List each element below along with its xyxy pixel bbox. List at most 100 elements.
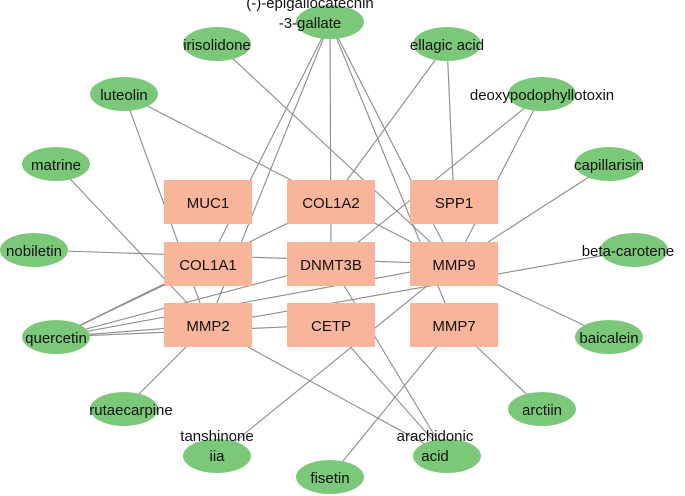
target-box — [287, 303, 375, 347]
node-label: deoxypodophyllotoxin — [470, 87, 614, 104]
node-label: beta-carotene — [582, 243, 675, 260]
node-label-line: MUC1 — [187, 195, 230, 212]
node-label: arachidonic acid — [397, 428, 474, 465]
target-box — [287, 180, 375, 224]
target-node-col1a1[interactable]: COL1A1 — [164, 242, 252, 286]
node-label-line: arachidonic — [397, 428, 474, 445]
node-label-line: CETP — [311, 318, 351, 335]
compound-node-ellagic-acid[interactable]: ellagic acid — [410, 27, 484, 61]
node-label: COL1A1 — [179, 257, 237, 274]
target-node-mmp2[interactable]: MMP2 — [164, 303, 252, 347]
edge-luteolin-MMP9 — [123, 93, 455, 265]
node-label-line: acid — [421, 448, 449, 465]
edge-matrine-MMP2 — [55, 163, 209, 326]
target-node-mmp9[interactable]: MMP9 — [410, 242, 498, 286]
compound-ellipse — [508, 77, 576, 111]
node-label: luteolin — [100, 87, 148, 104]
node-label-line: DNMT3B — [300, 257, 362, 274]
compound-ellipse — [413, 439, 481, 473]
compound-node-matrine[interactable]: matrine — [22, 147, 90, 181]
target-node-muc1[interactable]: MUC1 — [164, 180, 252, 224]
target-node-spp1[interactable]: SPP1 — [410, 180, 498, 224]
compound-node-arachidonic-acid[interactable]: arachidonic acid — [397, 428, 481, 473]
compound-node-luteolin[interactable]: luteolin — [90, 77, 158, 111]
compound-node-arctiin[interactable]: arctiin — [508, 392, 576, 426]
target-box — [164, 242, 252, 286]
node-label-line: nobiletin — [6, 243, 62, 260]
node-label: arctiin — [522, 402, 562, 419]
node-label: rutaecarpine — [89, 402, 172, 419]
node-label-line: MMP7 — [432, 318, 475, 335]
node-label: DNMT3B — [300, 257, 362, 274]
node-label-line: baicalein — [579, 330, 638, 347]
compound-node-capillarisin[interactable]: capillarisin — [574, 147, 644, 181]
compound-ellipse — [90, 392, 158, 426]
node-label: MMP7 — [432, 318, 475, 335]
node-label-line: (-)-epigallocatechin — [246, 0, 374, 12]
node-label: quercetin — [25, 330, 87, 347]
node-label-line: iia — [209, 448, 225, 465]
compound-node-deoxypodophyllotoxin[interactable]: deoxypodophyllotoxin — [470, 77, 614, 111]
edge-arachidonic_acid-DNMT3B — [330, 263, 448, 457]
edge-quercetin-MMP9 — [55, 263, 455, 338]
node-label-line: -3-gallate — [279, 15, 342, 32]
compound-ellipse — [508, 392, 576, 426]
edge-ellagic_acid-COL1A2 — [330, 43, 448, 203]
node-label-line: MMP9 — [432, 257, 475, 274]
target-box — [410, 242, 498, 286]
node-label-line: MMP2 — [186, 318, 229, 335]
compound-node-irisolidone[interactable]: irisolidone — [183, 27, 251, 61]
node-label-line: deoxypodophyllotoxin — [470, 87, 614, 104]
node-label: matrine — [31, 157, 81, 174]
node-label-line: tanshinone — [180, 428, 253, 445]
node-label: CETP — [311, 318, 351, 335]
node-label-line: arctiin — [522, 402, 562, 419]
compound-ellipse — [90, 77, 158, 111]
node-label-line: fisetin — [310, 470, 349, 487]
compound-ellipse — [183, 27, 251, 61]
compound-ellipse — [183, 439, 251, 473]
target-node-mmp7[interactable]: MMP7 — [410, 303, 498, 347]
node-label: baicalein — [579, 330, 638, 347]
compound-node-fisetin[interactable]: fisetin — [296, 460, 364, 494]
edge-tanshinone_iia-MMP9 — [216, 263, 455, 457]
edge-ellagic_acid-SPP1 — [446, 43, 455, 203]
target-box — [287, 242, 375, 286]
compound-ellipse — [296, 5, 364, 39]
node-label-line: irisolidone — [183, 37, 251, 54]
node-label: fisetin — [310, 470, 349, 487]
compound-node-baicalein[interactable]: baicalein — [575, 320, 643, 354]
compound-node-quercetin[interactable]: quercetin — [22, 320, 90, 354]
target-box — [410, 180, 498, 224]
target-node-cetp[interactable]: CETP — [287, 303, 375, 347]
compound-node-egcg[interactable]: (-)-epigallocatechin -3-gallate — [246, 0, 374, 39]
node-label: irisolidone — [183, 37, 251, 54]
node-label-line: matrine — [31, 157, 81, 174]
compound-node-rutaecarpine[interactable]: rutaecarpine — [89, 392, 173, 426]
compound-node-tanshinone-iia[interactable]: tanshinone iia — [180, 428, 254, 473]
target-node-dnmt3b[interactable]: DNMT3B — [287, 242, 375, 286]
node-label: COL1A2 — [302, 195, 360, 212]
node-label-line: rutaecarpine — [89, 402, 172, 419]
node-label: nobiletin — [6, 243, 62, 260]
node-label: SPP1 — [435, 195, 473, 212]
node-label-line: beta-carotene — [582, 243, 675, 260]
target-box — [410, 303, 498, 347]
compound-ellipse — [575, 147, 643, 181]
edge-irisolidone-MMP9 — [216, 43, 455, 265]
compound-ellipse — [296, 460, 364, 494]
node-label: MUC1 — [187, 195, 230, 212]
compound-node-beta-carotene[interactable]: beta-carotene — [582, 233, 675, 267]
compound-ellipse — [575, 320, 643, 354]
target-box — [164, 180, 252, 224]
edge-deoxypodophyllotoxin-MMP9 — [453, 93, 543, 265]
node-label: tanshinone iia — [180, 428, 253, 465]
target-node-col1a2[interactable]: COL1A2 — [287, 180, 375, 224]
edge-deoxypodophyllotoxin-DNMT3B — [330, 93, 543, 265]
compound-ellipse — [413, 27, 481, 61]
node-label: capillarisin — [574, 157, 644, 174]
node-label-line: quercetin — [25, 330, 87, 347]
compound-node-nobiletin[interactable]: nobiletin — [0, 233, 68, 267]
node-label: ellagic acid — [410, 37, 484, 54]
